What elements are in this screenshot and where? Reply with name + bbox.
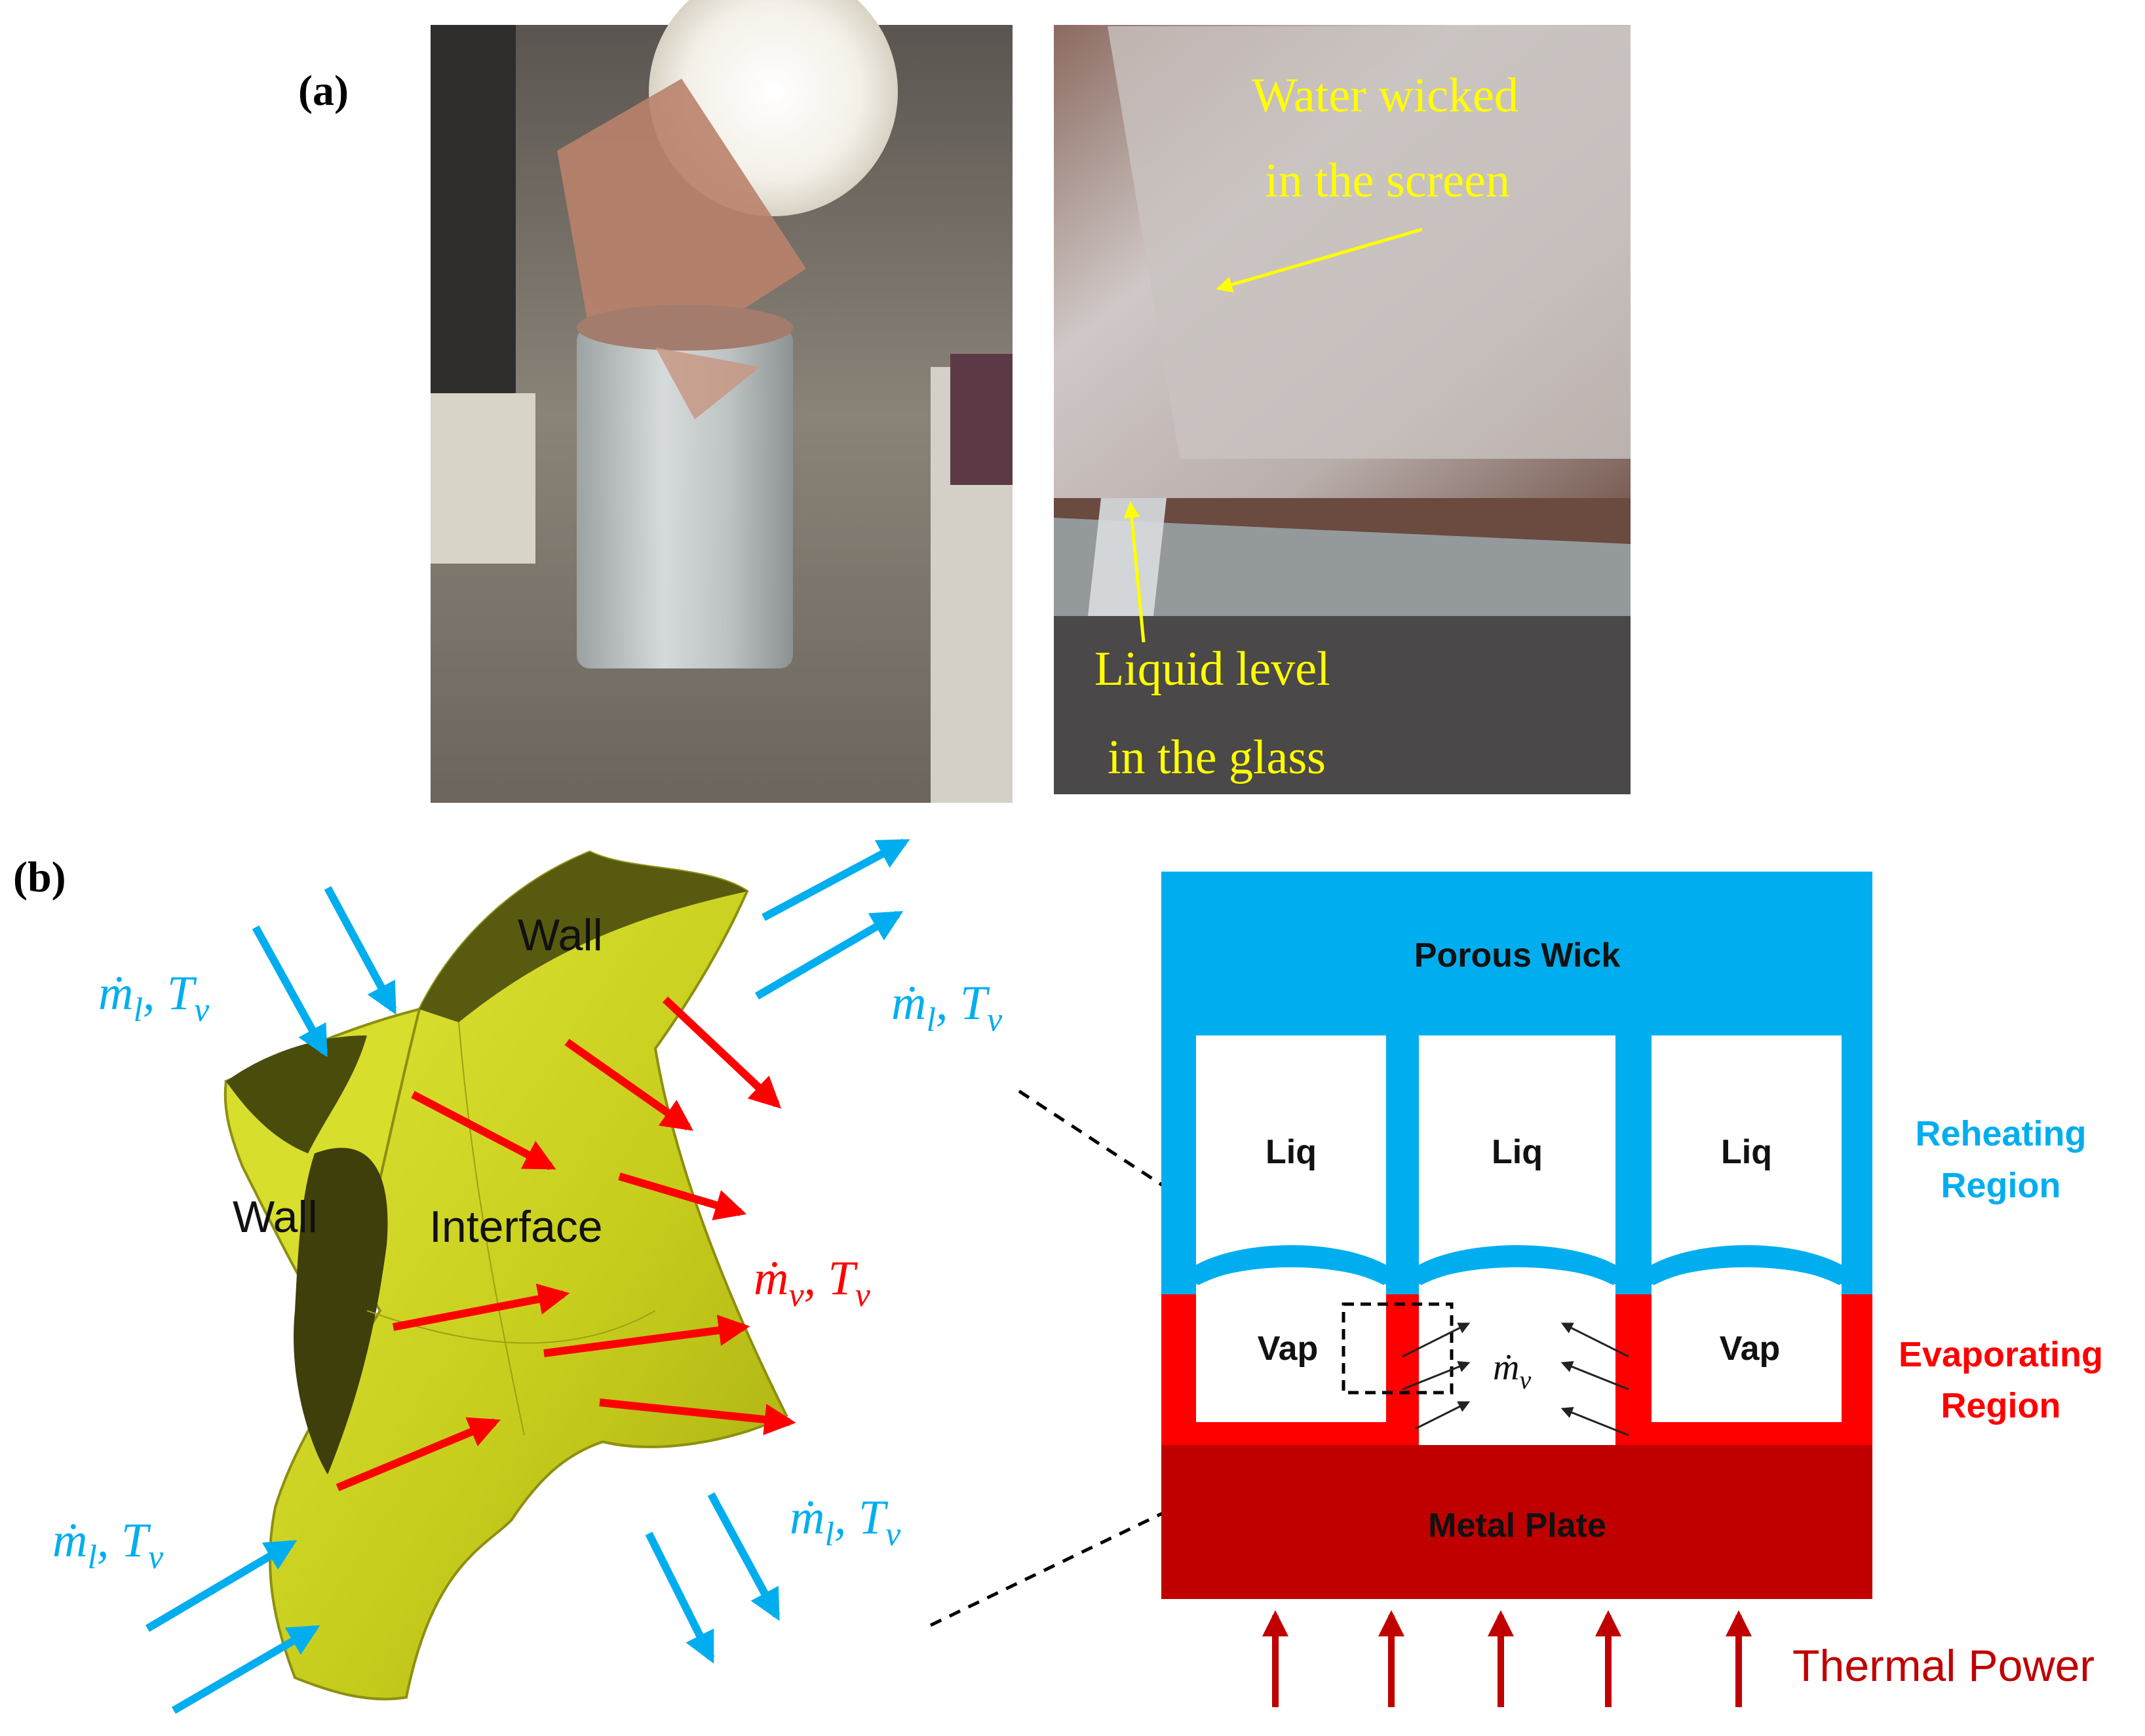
vapor-outflow-arrows: [336, 996, 796, 1492]
pore-wall-top-label: Wall: [518, 910, 603, 960]
thermal-power-label: Thermal Power: [1792, 1641, 2095, 1691]
vap-label-1: Vap: [1258, 1330, 1319, 1368]
annotation-liquid-level-line2: in the glass: [1108, 731, 1326, 784]
pore-interface-label: Interface: [429, 1202, 603, 1252]
photo-glass-lamp: [431, 0, 1013, 803]
pore-junction: [223, 850, 788, 1701]
panel-a-label: (a): [298, 67, 349, 115]
panel-b-label: (b): [13, 853, 66, 901]
liq-label-3: Liq: [1721, 1133, 1772, 1171]
mdot-v-label: ṁv: [1493, 1347, 1531, 1395]
flow-label-bottom-right: ṁl, Tv: [790, 1491, 901, 1553]
porous-wick-label: Porous Wick: [1414, 936, 1621, 974]
annotation-liquid-level-line1: Liquid level: [1094, 642, 1330, 696]
evaporating-region-line1: Evaporating: [1899, 1335, 2103, 1374]
flow-label-bottom-left: ṁl, Tv: [52, 1514, 164, 1576]
metal-plate-label: Metal Plate: [1428, 1507, 1606, 1545]
annotation-arrow-water-wicked: [1216, 227, 1423, 293]
annotation-arrow-liquid-level: [1123, 501, 1146, 643]
liquid-inflow-arrows: [145, 838, 910, 1714]
wick-schematic: [1161, 872, 1872, 1707]
liq-label-1: Liq: [1266, 1133, 1317, 1171]
pore-wall-left-label: Wall: [233, 1192, 318, 1242]
evaporating-region-line2: Region: [1941, 1386, 2061, 1425]
flow-label-top-left: ṁl, Tv: [98, 967, 210, 1029]
vap-label-3: Vap: [1720, 1330, 1781, 1368]
flow-label-vapor: ṁv, Tv: [754, 1252, 871, 1314]
reheating-region-line1: Reheating: [1915, 1114, 2086, 1153]
annotation-water-wicked-line1: Water wicked: [1252, 69, 1518, 123]
liq-label-2: Liq: [1492, 1133, 1543, 1171]
annotation-water-wicked-line2: in the screen: [1265, 154, 1510, 208]
reheating-region-line2: Region: [1941, 1166, 2061, 1205]
flow-label-top-right: ṁl, Tv: [891, 976, 1003, 1039]
photo-screen-closeup: [1054, 25, 1631, 794]
